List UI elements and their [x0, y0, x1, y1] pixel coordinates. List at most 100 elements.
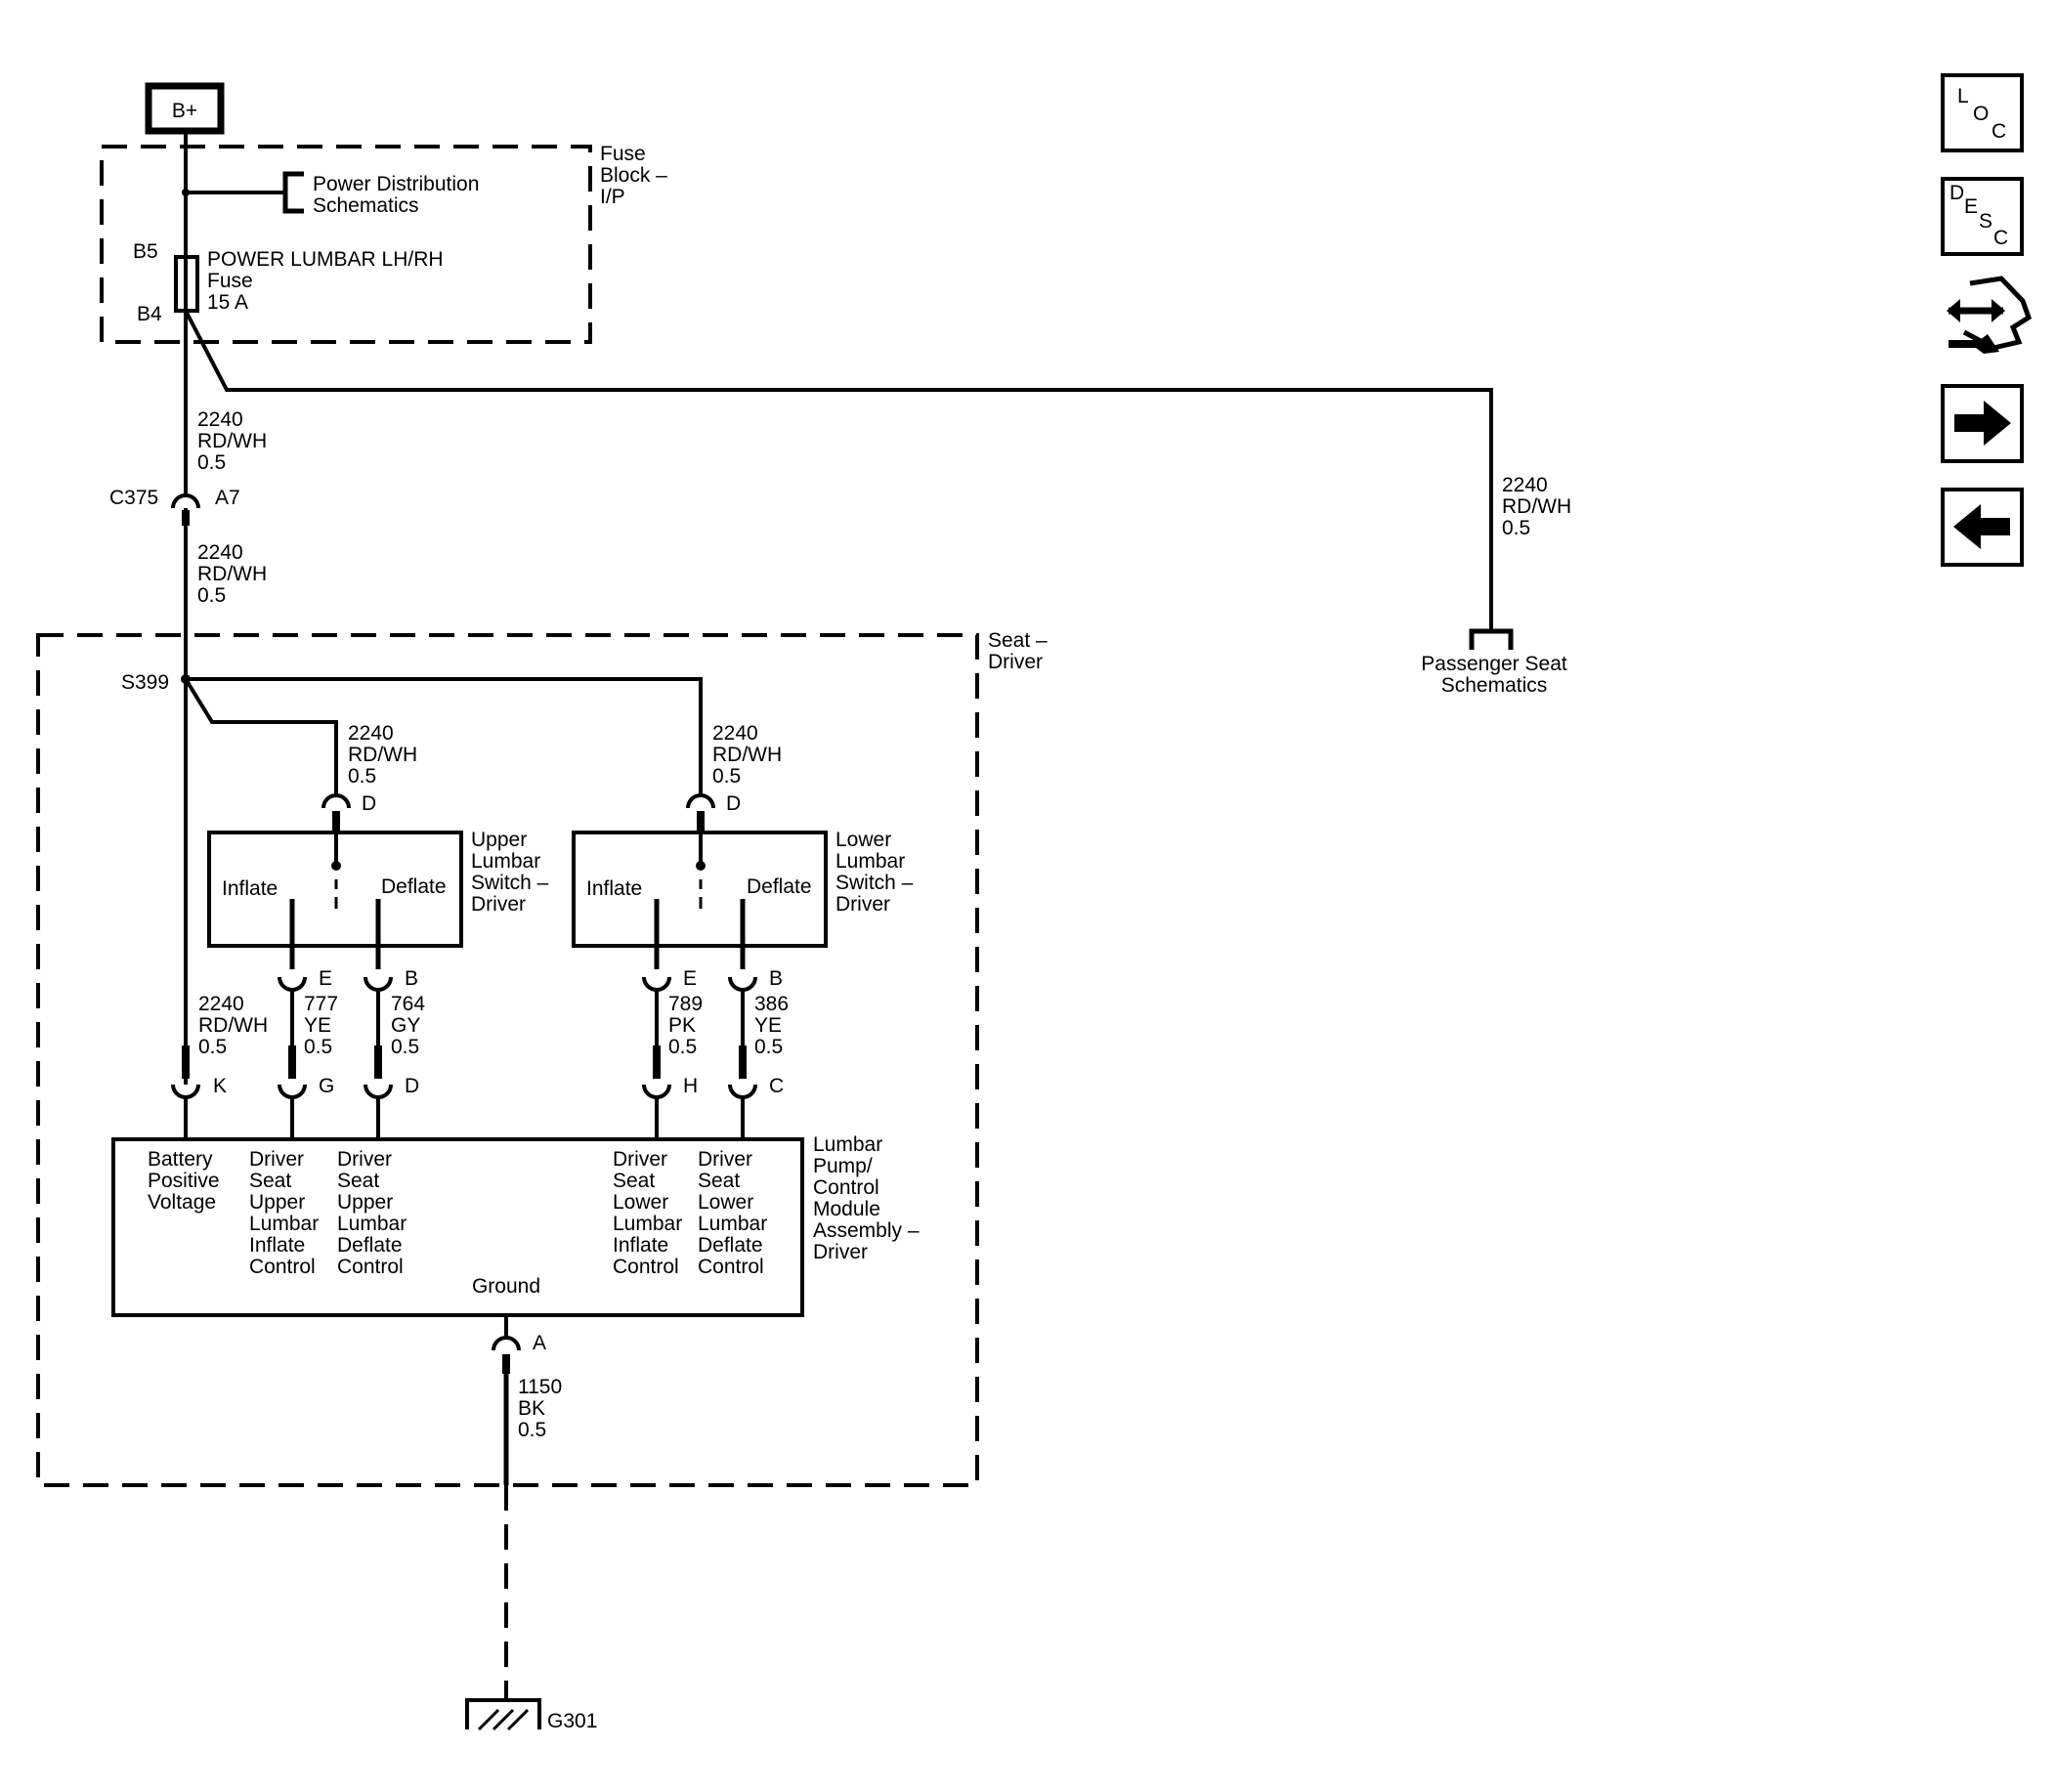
desc-letter-e: E [1964, 195, 1978, 218]
upper-switch-label-3: Switch – [471, 872, 549, 894]
upper-switch-inflate: Inflate [222, 877, 278, 900]
col-battery-2: Positive [148, 1170, 220, 1192]
wire-2240-k-3: 0.5 [198, 1036, 227, 1058]
module-pin-c: C [769, 1075, 784, 1097]
col-ui-3: Upper [249, 1191, 305, 1214]
wire-1150-2: BK [518, 1397, 545, 1420]
module-col-battery: Battery Positive Voltage [148, 1148, 220, 1214]
wire-2240-lower-3: 0.5 [712, 765, 741, 788]
col-ld-1: Driver [698, 1148, 752, 1171]
wire-2240-a-3: 0.5 [197, 451, 226, 474]
col-ud-6: Control [337, 1256, 404, 1278]
wire-789-2: PK [668, 1014, 696, 1037]
lower-switch-label-3: Switch – [835, 872, 914, 894]
upper-switch-deflate: Deflate [381, 875, 447, 898]
wire-2240-upper-3: 0.5 [348, 765, 376, 788]
module-pin-h: H [683, 1075, 698, 1097]
upper-switch-pin-e: E [319, 967, 332, 990]
fuse-label-2: Fuse [207, 270, 253, 292]
connector-c375 [171, 493, 200, 526]
loc-letter-c: C [1992, 120, 2006, 143]
passenger-label-2: Schematics [1441, 674, 1548, 697]
lower-switch-label-1: Lower [835, 829, 891, 851]
upper-switch-label-2: Lumbar [471, 850, 540, 873]
desc-letter-d: D [1949, 182, 1964, 204]
wire-2240-b-3: 0.5 [197, 584, 226, 607]
wire-2240-upper-2: RD/WH [348, 744, 417, 766]
seat-driver-label-2: Driver [988, 651, 1043, 673]
module-pin-a: A [533, 1332, 546, 1354]
wire-777-1: 777 [304, 993, 338, 1015]
arrow-left-icon[interactable] [1941, 488, 2024, 567]
wire-1150-3: 0.5 [518, 1419, 546, 1441]
fuse-pin-b5: B5 [133, 240, 158, 263]
upper-switch-pin-d: D [362, 792, 376, 815]
col-ld-5: Deflate [698, 1234, 763, 1257]
wire-2240-b-2: RD/WH [197, 563, 267, 585]
module-col-lower-inflate: Driver Seat Lower Lumbar Inflate Control [613, 1148, 682, 1278]
wire-2240-lower-1: 2240 [712, 722, 758, 745]
seat-driver-label-1: Seat – [988, 629, 1048, 652]
wire-764-3: 0.5 [391, 1036, 419, 1058]
module-label-5: Assembly – [813, 1219, 920, 1242]
col-ld-2: Seat [698, 1170, 740, 1192]
wire-764-2: GY [391, 1014, 420, 1037]
col-ud-2: Seat [337, 1170, 379, 1192]
module-col-upper-deflate: Driver Seat Upper Lumbar Deflate Control [337, 1148, 407, 1278]
fuse-label-1: POWER LUMBAR LH/RH [207, 248, 444, 271]
wire-2240-k-2: RD/WH [198, 1014, 268, 1037]
col-battery-1: Battery [148, 1148, 213, 1171]
upper-switch-pin-b: B [405, 967, 418, 990]
fuse-block-label-1: Fuse [600, 143, 646, 165]
wire-2240-pass-3: 0.5 [1502, 517, 1530, 539]
module-label-2: Pump/ [813, 1155, 873, 1177]
col-li-4: Lumbar [613, 1213, 682, 1235]
c375-pin: A7 [215, 487, 240, 509]
col-ld-4: Lumbar [698, 1213, 767, 1235]
wire-2240-pass-1: 2240 [1502, 474, 1548, 496]
ground-label: G301 [547, 1710, 597, 1732]
col-li-2: Seat [613, 1170, 655, 1192]
splice-label: S399 [121, 671, 169, 694]
col-ud-1: Driver [337, 1148, 392, 1171]
col-ui-6: Control [249, 1256, 316, 1278]
arrow-right-icon[interactable] [1941, 384, 2024, 463]
loc-icon[interactable]: L O C [1941, 73, 2024, 152]
col-ui-1: Driver [249, 1148, 304, 1171]
col-li-3: Lower [613, 1191, 668, 1214]
module-col-upper-inflate: Driver Seat Upper Lumbar Inflate Control [249, 1148, 319, 1278]
ground-symbol [465, 1698, 541, 1731]
connector-wrench-icon[interactable] [1947, 276, 2033, 354]
lumbar-pump-module [111, 1137, 804, 1317]
wire-2240-upper-1: 2240 [348, 722, 394, 745]
loc-letter-l: L [1957, 85, 1969, 107]
col-ld-6: Control [698, 1256, 764, 1278]
battery-terminal: B+ [145, 82, 225, 135]
col-ui-4: Lumbar [249, 1213, 319, 1235]
module-col-lower-deflate: Driver Seat Lower Lumbar Deflate Control [698, 1148, 767, 1278]
col-ld-3: Lower [698, 1191, 753, 1214]
col-li-6: Control [613, 1256, 679, 1278]
lower-switch-pin-b: B [769, 967, 783, 990]
fuse-pin-b4: B4 [137, 303, 162, 325]
col-ud-3: Upper [337, 1191, 393, 1214]
lower-switch-deflate: Deflate [747, 875, 812, 898]
col-li-1: Driver [613, 1148, 667, 1171]
module-ground-label: Ground [472, 1275, 540, 1298]
wire-764-1: 764 [391, 993, 425, 1015]
c375-label: C375 [109, 487, 158, 509]
fuse-block-label-2: Block – [600, 164, 667, 187]
wire-386-2: YE [754, 1014, 782, 1037]
seat-driver-frame [36, 633, 979, 1487]
power-dist-line-2: Schematics [313, 194, 419, 217]
loc-letter-o: O [1973, 103, 1989, 125]
wire-777-3: 0.5 [304, 1036, 332, 1058]
lower-switch-inflate: Inflate [586, 877, 642, 900]
desc-icon[interactable]: D E S C [1941, 177, 2024, 256]
col-ui-5: Inflate [249, 1234, 305, 1257]
col-battery-3: Voltage [148, 1191, 216, 1214]
desc-letter-s: S [1979, 210, 1992, 233]
module-label-3: Control [813, 1176, 879, 1199]
wire-2240-pass-2: RD/WH [1502, 495, 1571, 518]
passenger-label-1: Passenger Seat [1421, 653, 1567, 675]
